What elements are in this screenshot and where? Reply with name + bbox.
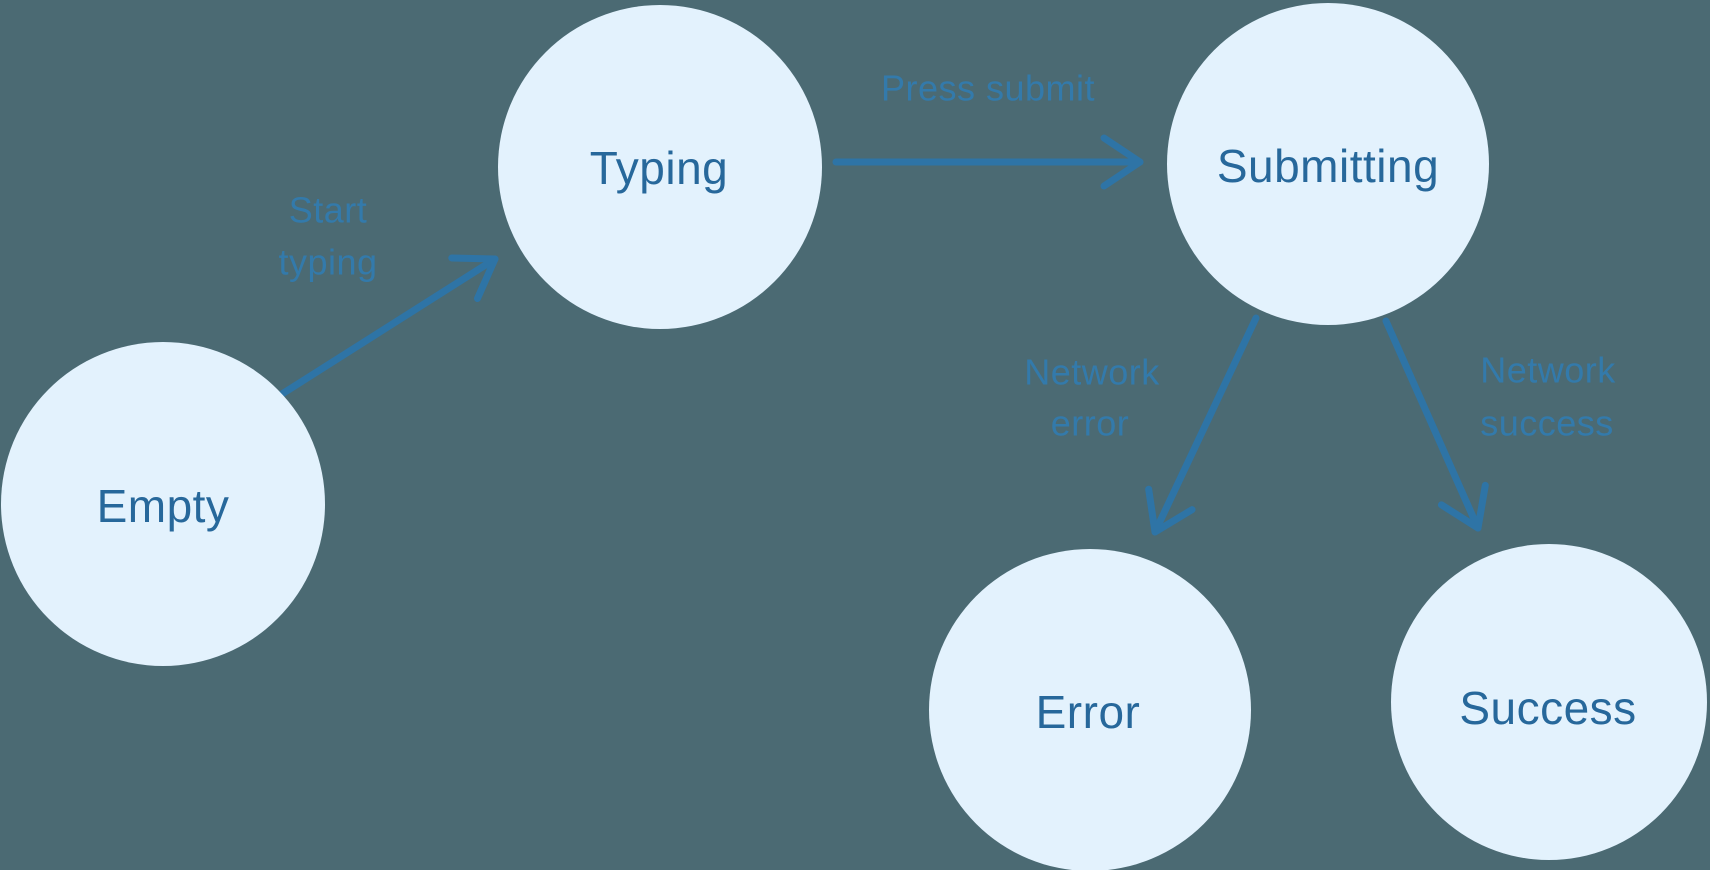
state-success-label: Success: [1459, 682, 1636, 734]
transition-press-submit: Press submit: [832, 68, 1144, 190]
transition-label-network-success-line1: Network: [1480, 350, 1616, 391]
transition-label-press-submit: Press submit: [881, 68, 1095, 109]
state-typing-circle: [498, 5, 822, 329]
transition-label-network-error-line1: Network: [1024, 352, 1160, 393]
transition-label-start-typing-line1: Start: [289, 190, 368, 231]
transition-label-network-success-line2: success: [1480, 403, 1614, 444]
state-typing-label: Typing: [590, 142, 729, 194]
transition-start-typing: Start typing: [278, 190, 499, 398]
state-error-circle: [929, 549, 1251, 870]
state-success-circle: [1391, 544, 1707, 860]
transition-label-start-typing-line2: typing: [278, 242, 377, 283]
state-empty-label: Empty: [97, 480, 230, 532]
state-error-label: Error: [1036, 686, 1141, 738]
transition-label-network-error-line2: error: [1051, 403, 1130, 444]
transition-network-error: Network error: [1024, 314, 1260, 536]
state-submitting-label: Submitting: [1217, 140, 1439, 192]
state-error: Error: [929, 549, 1251, 870]
arrow-empty-to-typing: [278, 254, 499, 398]
state-success: Success: [1391, 544, 1707, 860]
arrow-submitting-to-error: [1145, 314, 1260, 536]
state-submitting: Submitting: [1167, 3, 1489, 325]
state-empty: Empty: [1, 342, 325, 666]
arrow-submitting-to-success: [1382, 317, 1489, 532]
transition-network-success: Network success: [1382, 317, 1616, 532]
state-empty-circle: [1, 342, 325, 666]
state-typing: Typing: [498, 5, 822, 329]
state-submitting-circle: [1167, 3, 1489, 325]
